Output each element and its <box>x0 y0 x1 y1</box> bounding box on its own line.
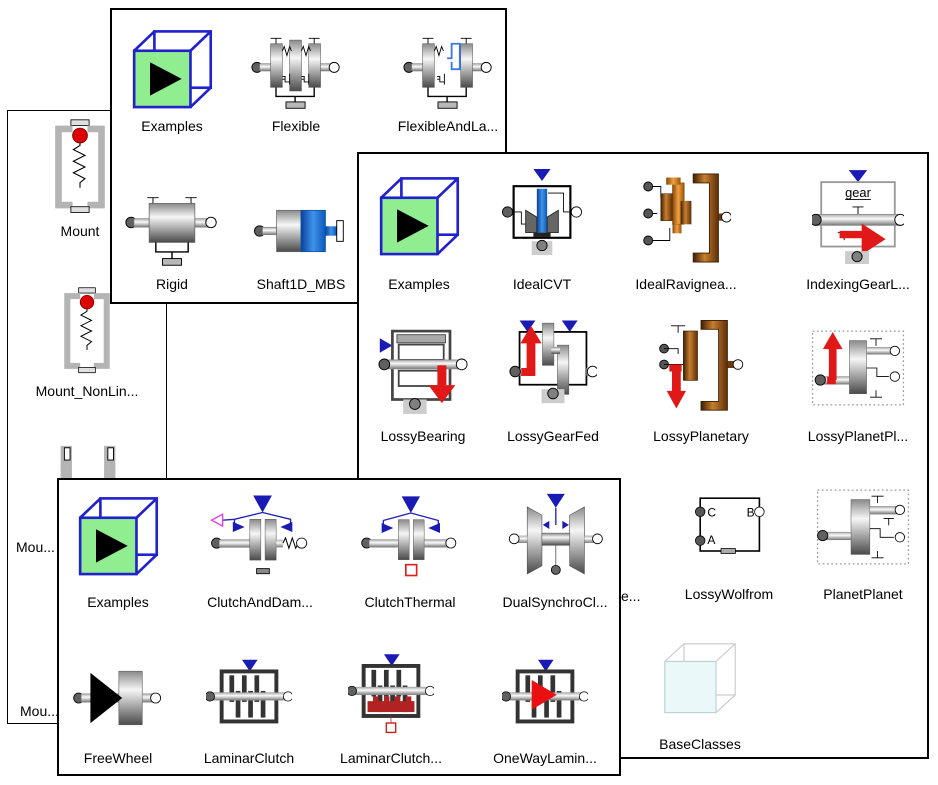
lossyplanetplanet-icon <box>787 308 927 428</box>
item-examples[interactable]: Examples <box>365 160 473 292</box>
item-label: IdealRavignea... <box>635 276 737 292</box>
item-indexinggear[interactable]: gear IndexingGearL... <box>789 160 927 292</box>
item-label: Examples <box>388 276 450 292</box>
item-freewheel[interactable]: FreeWheel <box>65 646 171 766</box>
planetplanet-icon <box>797 468 927 586</box>
lossywolfrom-icon: C A B <box>667 468 791 586</box>
item-flexible[interactable]: Flexible <box>240 24 352 134</box>
clutchthermal-icon <box>351 482 469 594</box>
item-clutchthermal[interactable]: ClutchThermal <box>351 482 469 610</box>
panel-clutches: Examples ClutchAndDam... <box>57 478 621 776</box>
lossybearing-icon <box>363 308 483 428</box>
item-lossybearing[interactable]: LossyBearing <box>363 308 483 444</box>
onewaylaminar-icon <box>481 646 609 750</box>
item-label: PlanetPlanet <box>823 586 903 602</box>
item-label: LossyWolfrom <box>684 586 774 602</box>
item-label: OneWayLamin... <box>493 750 597 766</box>
idealcvt-icon <box>487 160 597 276</box>
item-rigid[interactable]: Rigid <box>118 186 226 292</box>
item-label: Examples <box>141 118 203 134</box>
item-label: Mount <box>60 223 100 239</box>
svg-text:B: B <box>747 506 755 520</box>
flexible-laminar-icon <box>384 24 505 118</box>
item-mount-clipped-2[interactable]: Mou... <box>20 703 59 719</box>
svg-text:gear: gear <box>845 185 871 200</box>
item-mount-nonlin[interactable]: Mount_NonLin... <box>10 279 164 399</box>
examples-icon <box>365 160 473 276</box>
item-onewaylaminar[interactable]: OneWayLamin... <box>481 646 609 766</box>
item-examples[interactable]: Examples <box>65 482 171 610</box>
clutchanddamper-icon <box>203 482 317 594</box>
item-label: Flexible <box>271 118 321 134</box>
item-label: Mount_NonLin... <box>35 383 139 399</box>
item-baseclasses[interactable]: BaseClasses <box>645 622 755 752</box>
item-lossyplanetary[interactable]: LossyPlanetary <box>637 308 765 444</box>
item-lossyplanetplanet[interactable]: LossyPlanetPl... <box>787 308 927 444</box>
item-label: LossyGearFed <box>507 428 599 444</box>
item-label: LossyPlanetary <box>653 428 749 444</box>
item-clutchanddamper[interactable]: ClutchAndDam... <box>203 482 317 610</box>
item-planetplanet[interactable]: PlanetPlanet <box>797 468 927 602</box>
examples-icon <box>116 24 228 118</box>
rigid-icon <box>118 186 226 276</box>
item-laminarclutch[interactable]: LaminarClutch <box>191 646 307 766</box>
item-label: IdealCVT <box>512 276 572 292</box>
item-label: Shaft1D_MBS <box>256 276 346 292</box>
baseclasses-icon <box>645 622 755 736</box>
examples-icon <box>65 482 171 594</box>
item-idealravigneaux[interactable]: IdealRavignea... <box>615 160 757 292</box>
indexinggear-icon: gear <box>789 160 927 276</box>
lossygearfed-icon <box>493 308 613 428</box>
item-lossygearfed[interactable]: LossyGearFed <box>493 308 613 444</box>
lossyplanetary-icon <box>637 308 765 428</box>
freewheel-icon <box>65 646 171 750</box>
idealravigneaux-icon <box>615 160 757 276</box>
shaft1d-mbs-icon <box>240 186 362 276</box>
laminarclutch-thermal-icon <box>333 646 449 750</box>
item-dualsynchro[interactable]: DualSynchroCl... <box>495 482 615 610</box>
item-label: Rigid <box>156 276 188 292</box>
item-label: LossyPlanetPl... <box>807 428 909 444</box>
item-mount-clipped-1[interactable]: Mou... <box>16 539 55 555</box>
item-shaft1d-mbs[interactable]: Shaft1D_MBS <box>240 186 362 292</box>
item-label: FlexibleAndLa... <box>397 118 499 134</box>
item-mount[interactable]: Mount <box>30 111 130 239</box>
item-examples[interactable]: Examples <box>116 24 228 134</box>
item-label: ClutchAndDam... <box>207 594 313 610</box>
item-label: ClutchThermal <box>364 594 456 610</box>
flexible-icon <box>240 24 352 118</box>
item-idealcvt[interactable]: IdealCVT <box>487 160 597 292</box>
item-label: IndexingGearL... <box>806 276 910 292</box>
item-label: LaminarClutch <box>203 750 295 766</box>
mount-partial-icon[interactable] <box>54 444 122 478</box>
item-label: DualSynchroCl... <box>502 594 608 610</box>
svg-text:C: C <box>707 506 716 520</box>
item-flexible-and-laminar[interactable]: FlexibleAndLa... <box>384 24 505 134</box>
item-label: Examples <box>87 594 149 610</box>
item-laminarclutch-thermal[interactable]: LaminarClutch... <box>333 646 449 766</box>
item-label: LaminarClutch... <box>340 750 442 766</box>
dualsynchro-icon <box>495 482 615 594</box>
svg-text:A: A <box>707 533 715 547</box>
item-clipped-label[interactable]: e... <box>621 588 641 604</box>
laminarclutch-icon <box>191 646 307 750</box>
item-label: FreeWheel <box>83 750 153 766</box>
item-label: BaseClasses <box>659 736 741 752</box>
item-lossywolfrom[interactable]: C A B LossyWolfrom <box>667 468 791 602</box>
item-label: LossyBearing <box>380 428 466 444</box>
